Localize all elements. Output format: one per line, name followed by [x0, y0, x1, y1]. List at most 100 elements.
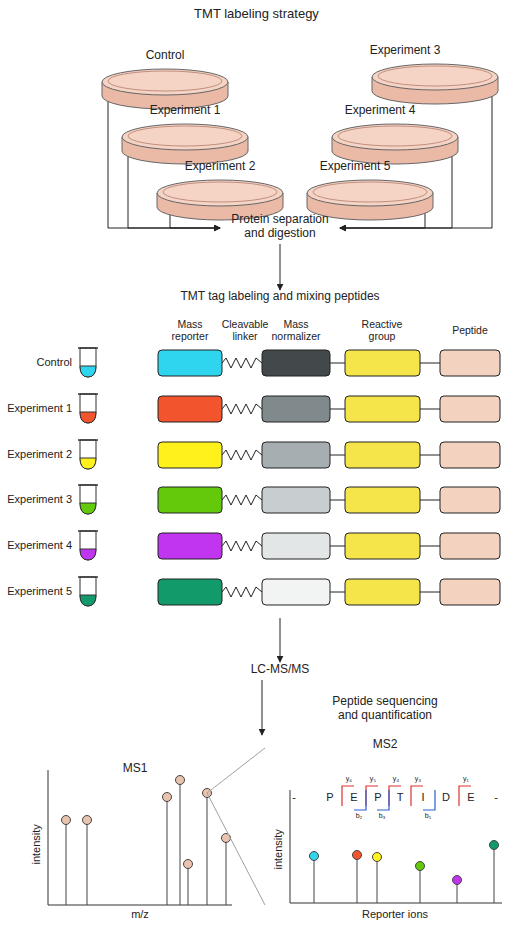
- peak-stem: [420, 866, 421, 903]
- fragment-label: y₄: [389, 775, 403, 783]
- residue-letter: T: [393, 791, 407, 804]
- mass-reporter: [158, 579, 222, 605]
- axis-label: m/z: [110, 908, 170, 921]
- y-ion-brackets: [342, 786, 471, 806]
- dish-lid: [307, 180, 433, 206]
- residue-letter: -: [489, 791, 503, 804]
- tube-liquid: [80, 366, 96, 377]
- flow-arrow: [280, 244, 281, 290]
- column-header: Reactive group: [352, 318, 412, 342]
- dish-lid: [157, 180, 283, 206]
- residue-letter: E: [347, 791, 361, 804]
- dish-rim: [163, 182, 277, 202]
- row-label: Experiment 2: [0, 448, 72, 461]
- fragment-bracket: [423, 790, 435, 810]
- row-label: Experiment 1: [0, 402, 72, 415]
- peak-stem: [188, 864, 189, 905]
- dish-lid: [122, 124, 248, 150]
- fragment-label: b₂: [352, 812, 366, 820]
- column-header: Peptide: [440, 324, 500, 336]
- peak-stem: [494, 845, 495, 903]
- petri-dish: [370, 61, 500, 105]
- peak-stem: [87, 820, 88, 905]
- peak-stem: [167, 797, 168, 905]
- dish-lid: [372, 64, 498, 90]
- row-label: Experiment 4: [0, 539, 72, 552]
- mass-normalizer: [262, 350, 330, 376]
- mass-reporter: [158, 533, 222, 559]
- tag-row-base: [78, 577, 500, 606]
- mass-normalizer: [262, 442, 330, 468]
- tag-row: [78, 577, 500, 606]
- reporter-ion-peaks: [310, 841, 499, 904]
- step-label: Protein separation and digestion: [220, 213, 340, 241]
- axis-label: intensity: [30, 814, 43, 874]
- fragment-label: y₅: [366, 775, 380, 783]
- axis-label: intensity: [272, 819, 285, 879]
- ms2-axes: [290, 790, 502, 903]
- peak-dot: [453, 876, 462, 885]
- residue-letter: P: [371, 791, 385, 804]
- petri-dish-node: Experiment 4: [330, 121, 460, 165]
- flow-arrow: [262, 680, 263, 735]
- diagram-title: TMT labeling strategy: [0, 6, 513, 21]
- tube-liquid: [80, 549, 96, 560]
- tag-row: [78, 440, 500, 469]
- tag-row: [78, 485, 500, 514]
- step-label: MS2: [355, 738, 415, 752]
- peak-stem: [226, 838, 227, 905]
- peak-stem: [357, 855, 358, 903]
- peak-dot: [373, 853, 382, 862]
- dish-label: Experiment 4: [300, 104, 460, 118]
- dish-label: Experiment 3: [310, 44, 500, 58]
- peak-dot: [222, 834, 231, 843]
- step-label: Peptide sequencing and quantification: [325, 695, 445, 723]
- tag-row-base: [78, 531, 500, 560]
- dish-rim: [128, 126, 242, 146]
- mass-normalizer: [262, 579, 330, 605]
- mass-normalizer: [262, 487, 330, 513]
- fragment-label: b₅: [421, 812, 435, 820]
- tube-liquid: [80, 412, 96, 423]
- process-step: TMT tag labeling and mixing peptides: [60, 290, 500, 618]
- petri-dish: [120, 121, 250, 165]
- dish-rim: [378, 66, 492, 86]
- tube-liquid: [80, 595, 96, 606]
- column-header: Mass reporter: [160, 318, 220, 342]
- dish-lid: [332, 124, 458, 150]
- column-header: Cleavable linker: [219, 318, 271, 342]
- dish-rim: [313, 182, 427, 202]
- mass-normalizer: [262, 533, 330, 559]
- row-label: Control: [0, 356, 72, 369]
- row-label: Experiment 3: [0, 493, 72, 506]
- residue-letter: I: [416, 791, 430, 804]
- peak-dot: [353, 851, 362, 860]
- dish-lid: [102, 69, 228, 95]
- zoom-connector: [207, 748, 265, 905]
- peak-dot: [203, 789, 212, 798]
- dish-rim: [108, 71, 222, 91]
- dish-label: Experiment 2: [125, 160, 315, 174]
- flow-arrow: [280, 618, 281, 662]
- residue-letter: E: [464, 791, 478, 804]
- mass-reporter: [158, 396, 222, 422]
- residue-letter: -: [287, 791, 301, 804]
- step-label: TMT tag labeling and mixing peptides: [60, 290, 500, 304]
- tag-row-base: [78, 394, 500, 423]
- dish-label: Experiment 1: [90, 104, 280, 118]
- fragment-label: b₃: [375, 812, 389, 820]
- peak-dot: [416, 862, 425, 871]
- tube-liquid: [80, 503, 96, 514]
- b-ion-brackets: [354, 790, 435, 810]
- tag-row-base: [78, 440, 500, 469]
- process-step: MS1: [30, 735, 265, 915]
- tag-row: [78, 531, 500, 560]
- peak-stem: [377, 857, 378, 903]
- mass-reporter: [158, 487, 222, 513]
- peak-dot: [83, 816, 92, 825]
- peak-dot: [310, 852, 319, 861]
- peak-stem: [207, 793, 208, 905]
- column-header: Mass normalizer: [262, 318, 330, 342]
- petri-dish-node: Experiment 3: [370, 61, 500, 105]
